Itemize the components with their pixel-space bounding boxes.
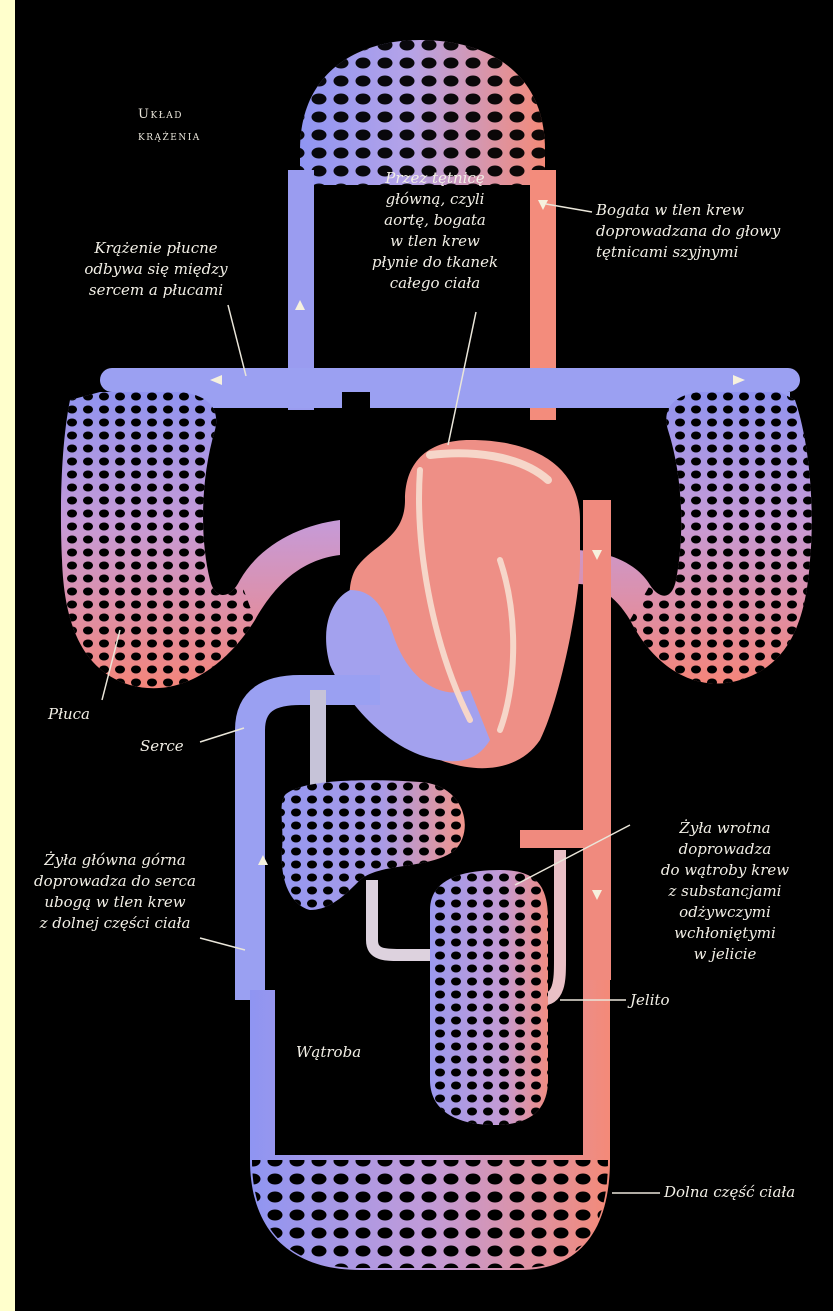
label-lower-body: Dolna część ciała [664, 1182, 824, 1203]
label-pulmonary: Krążenie płucne odbywa się między sercem… [66, 238, 246, 301]
heart [326, 440, 580, 768]
head-capillary-bed [300, 40, 545, 185]
label-lungs: Płuca [48, 704, 128, 725]
label-portal-vein: Żyła wrotna doprowadza do wątroby krew z… [640, 818, 810, 965]
label-vena-cava: Żyła główna górna doprowadza do serca ub… [20, 850, 210, 934]
label-intestine: Jelito [630, 990, 710, 1011]
left-lung [61, 392, 340, 688]
label-aorta: Przez tętnicę główną, czyli aortę, bogat… [360, 168, 510, 294]
label-liver: Wątroba [296, 1042, 386, 1063]
intestine [430, 870, 548, 1125]
label-heart: Serce [140, 736, 220, 757]
diagram-title: Układ krążenia [138, 104, 201, 148]
label-head-supply: Bogata w tlen krew doprowadzana do głowy… [596, 200, 796, 263]
